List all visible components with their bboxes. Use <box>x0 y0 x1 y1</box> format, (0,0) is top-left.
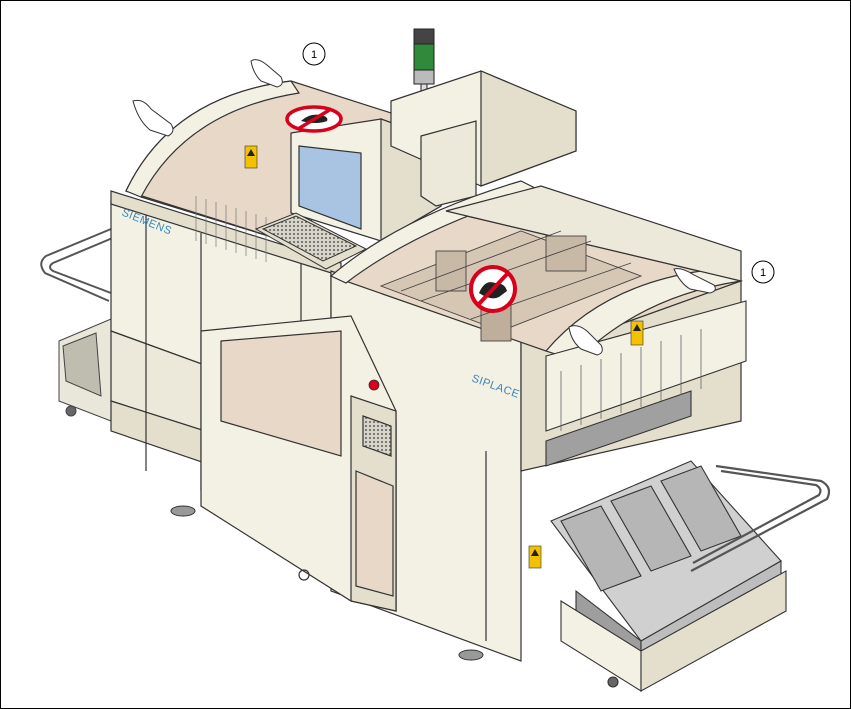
warning-triangle-icon-lower <box>529 546 541 568</box>
front-service-cabinet <box>201 316 396 611</box>
warning-triangle-icon <box>245 146 257 168</box>
rear-trolley-handle <box>41 229 115 301</box>
warning-triangle-icon-right <box>631 321 643 345</box>
hand-prohibition-icon-top <box>287 107 341 131</box>
rear-trolley-base <box>59 319 111 421</box>
callout-1-top: 1 <box>303 43 325 65</box>
hand-prohibition-icon <box>471 267 515 311</box>
feeder-trolley <box>551 461 786 691</box>
callout-1-right-label: 1 <box>760 267 766 279</box>
emergency-stop-icon <box>369 380 379 390</box>
callout-1-top-label: 1 <box>311 49 317 61</box>
callout-1-right: 1 <box>752 261 774 283</box>
